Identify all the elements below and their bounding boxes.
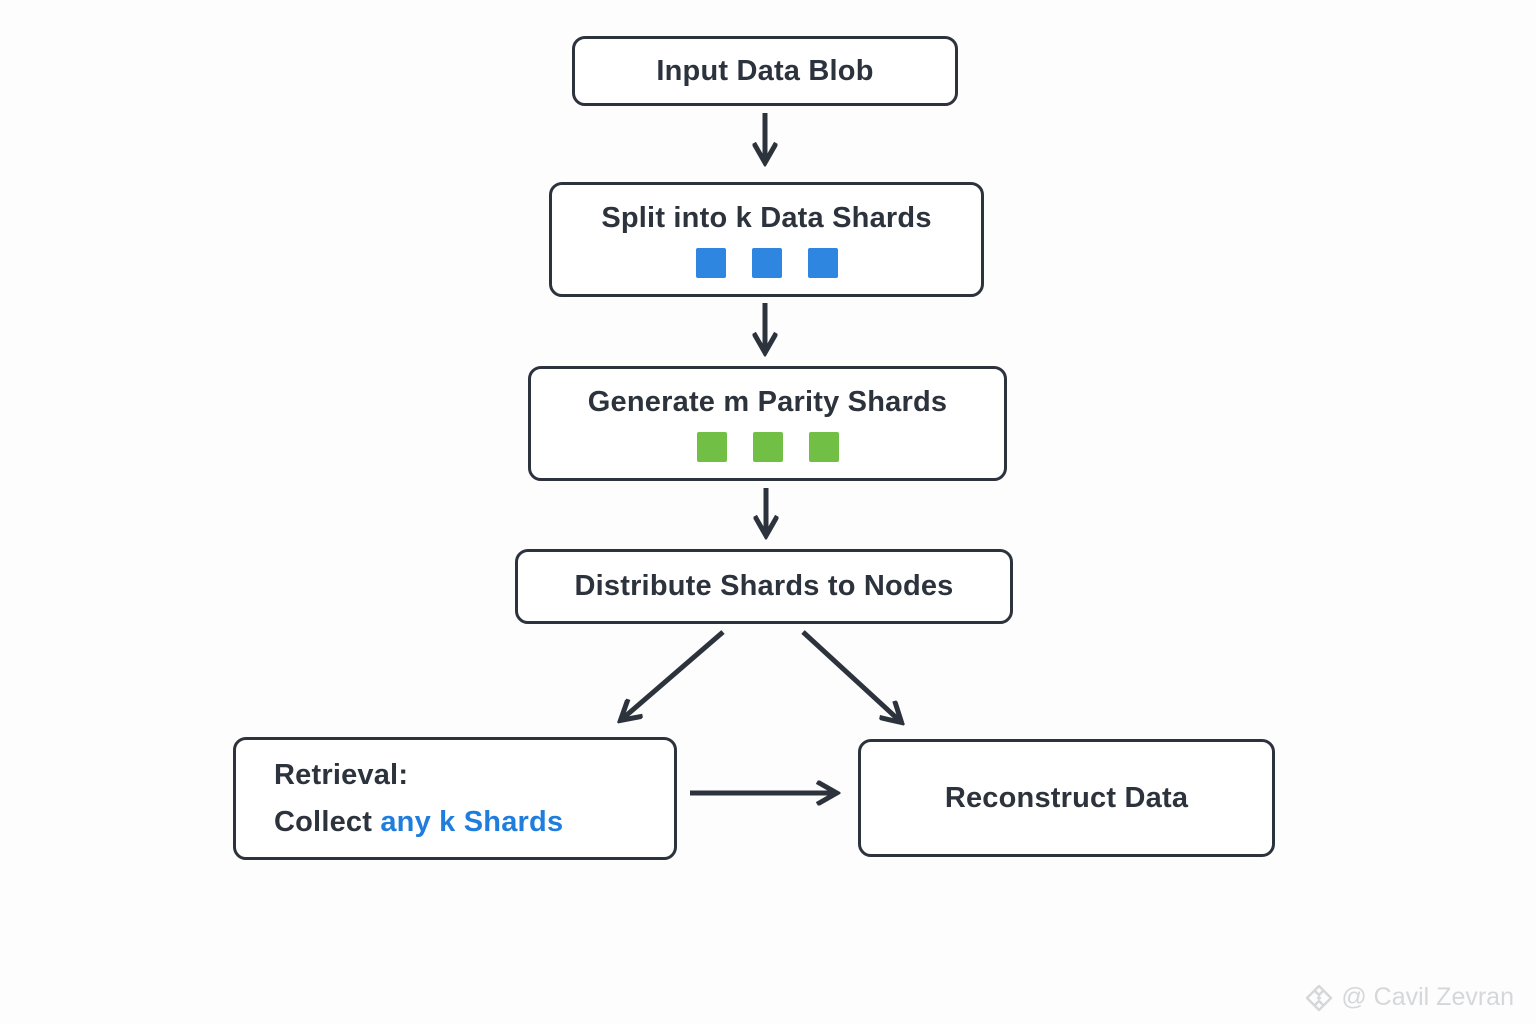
shard-square	[752, 432, 783, 463]
shard-square	[751, 248, 782, 279]
arrow-distribute-to-reconstruct	[801, 630, 901, 722]
arrow-distribute-to-retrieval	[621, 630, 725, 720]
gem-diamond-icon	[1305, 984, 1333, 1012]
parity-shard-squares	[696, 432, 839, 463]
retrieval-line-highlight: any k Shards	[380, 805, 564, 838]
node-retrieval: Retrieval: Collect any k Shards	[233, 737, 677, 860]
node-input-data-blob: Input Data Blob	[572, 36, 958, 106]
watermark: @ Cavil Zevran	[1305, 983, 1514, 1012]
node-split-data-shards: Split into k Data Shards	[549, 182, 984, 297]
retrieval-title: Retrieval:	[274, 759, 409, 792]
shard-square	[696, 432, 727, 463]
shard-square	[808, 432, 839, 463]
watermark-handle: @ Cavil Zevran	[1341, 983, 1514, 1011]
shard-square	[695, 248, 726, 279]
retrieval-line: Collect any k Shards	[274, 799, 563, 845]
node-label: Input Data Blob	[656, 54, 874, 87]
node-label: Reconstruct Data	[944, 781, 1189, 814]
shard-square	[807, 248, 838, 279]
node-distribute-shards: Distribute Shards to Nodes	[515, 549, 1013, 624]
retrieval-line-prefix: Collect	[274, 805, 381, 838]
data-shard-squares	[695, 248, 838, 279]
node-parity-shards: Generate m Parity Shards	[528, 366, 1007, 481]
node-label: Split into k Data Shards	[601, 201, 932, 234]
node-reconstruct-data: Reconstruct Data	[858, 739, 1275, 857]
node-label: Distribute Shards to Nodes	[574, 570, 954, 603]
node-label: Generate m Parity Shards	[587, 385, 948, 418]
